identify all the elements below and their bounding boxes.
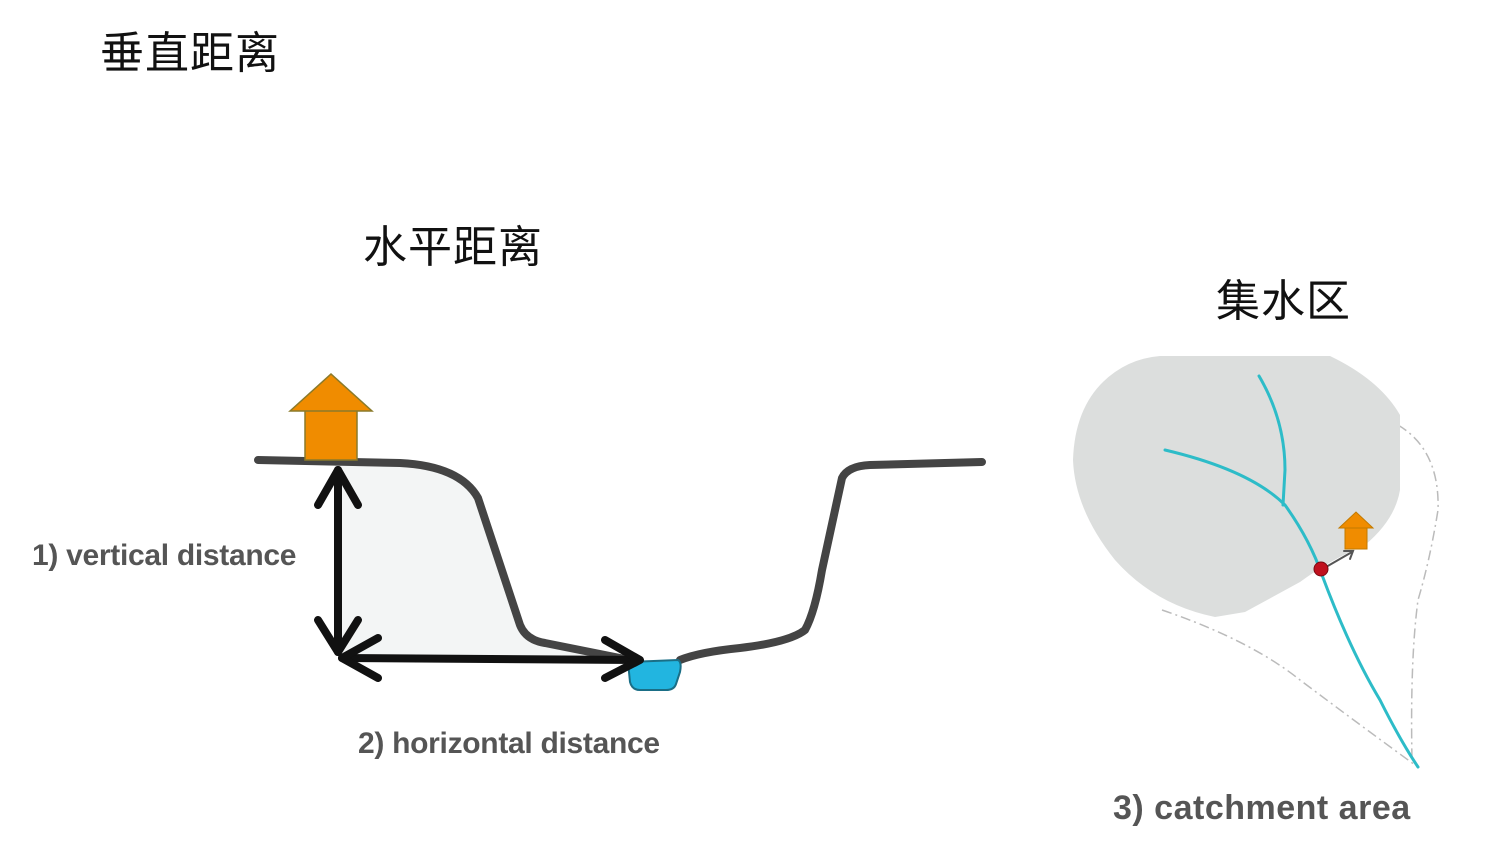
label-vertical-distance: 1) vertical distance [32, 539, 297, 572]
heading-catchment-area: 集水区 [1216, 276, 1351, 327]
heading-vertical-distance: 垂直距离 [100, 28, 280, 79]
vertical-arrow-icon [314, 466, 362, 656]
small-house-icon [1337, 511, 1375, 550]
terrain-fill [335, 462, 630, 660]
label-horizontal-distance: 2) horizontal distance [358, 727, 660, 760]
dashed-boundary [1161, 424, 1439, 766]
label-catchment-area: 3) catchment area [1113, 789, 1411, 827]
house-icon [288, 372, 374, 461]
horizontal-arrow-icon [338, 634, 644, 682]
water-body [626, 658, 682, 691]
catchment-area-shape [1073, 356, 1400, 617]
catchment-diagram [1073, 356, 1439, 769]
heading-horizontal-distance: 水平距离 [363, 222, 543, 273]
terrain-profile [254, 456, 986, 664]
profile-diagram [254, 372, 986, 691]
outlet-point-icon [1313, 561, 1329, 577]
distance-arrow-icon [1325, 550, 1355, 568]
